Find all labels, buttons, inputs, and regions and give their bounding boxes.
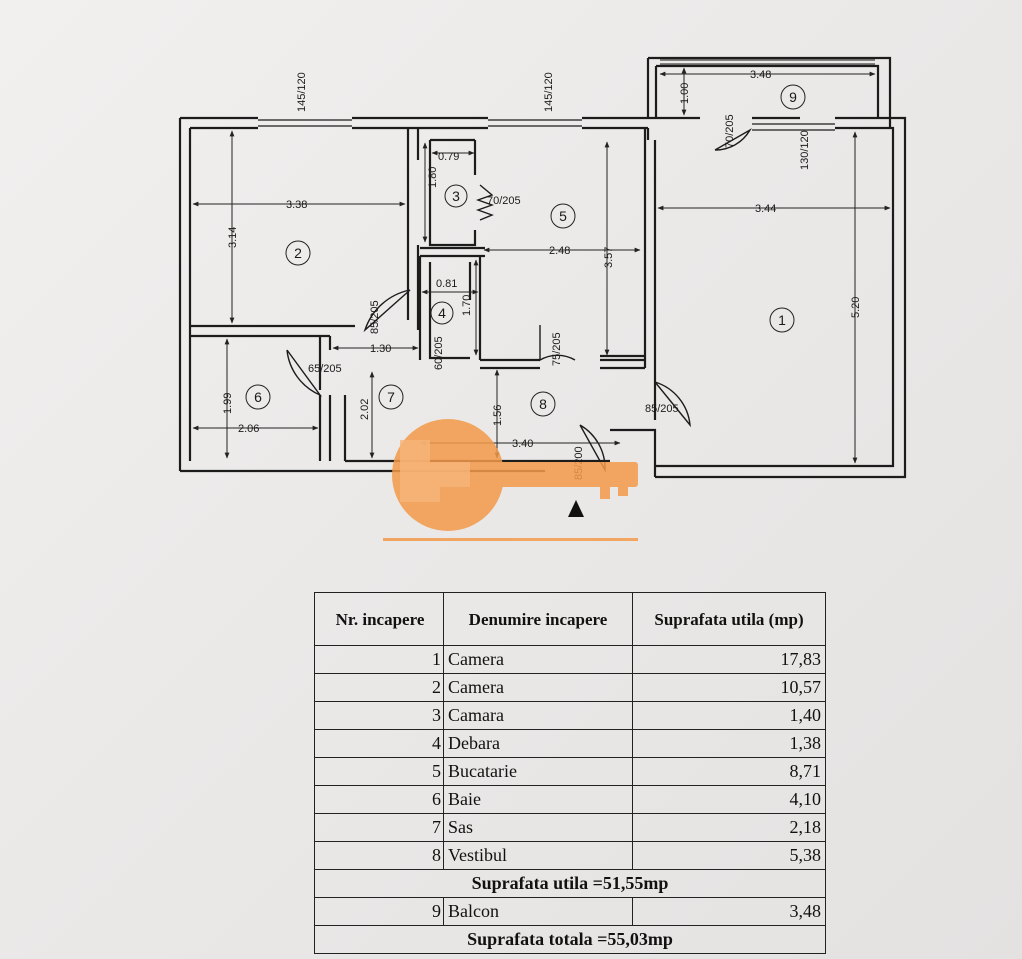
cell-name: Bucatarie bbox=[443, 757, 633, 786]
balcony-row: 9 Balcon 3,48 bbox=[314, 897, 826, 926]
table-row: 4 Debara 1,38 bbox=[314, 729, 826, 758]
dim-room1-width: 3.44 bbox=[755, 203, 776, 215]
dim-room3-width: 0.79 bbox=[438, 151, 459, 163]
room-number-2: 2 bbox=[294, 245, 302, 261]
dim-door4: 60/205 bbox=[433, 336, 445, 370]
table-row: 3 Camara 1,40 bbox=[314, 701, 826, 730]
cell-name: Baie bbox=[443, 785, 633, 814]
cell-nr: 3 bbox=[314, 701, 444, 730]
dim-door6: 65/205 bbox=[308, 363, 342, 375]
col-header-area: Suprafata utila (mp) bbox=[632, 592, 826, 646]
cell-name: Camera bbox=[443, 673, 633, 702]
cell-name: Camara bbox=[443, 701, 633, 730]
dim-room5-height: 3.57 bbox=[603, 247, 615, 268]
room-number-7: 7 bbox=[387, 389, 395, 405]
table-row: 8 Vestibul 5,38 bbox=[314, 841, 826, 870]
dim-balcony-width: 3.48 bbox=[750, 69, 771, 81]
dim-room2-width: 3.38 bbox=[286, 199, 307, 211]
grand-total-cell: Suprafata totala =55,03mp bbox=[314, 925, 826, 954]
grand-total-row: Suprafata totala =55,03mp bbox=[314, 925, 826, 954]
room-number-5: 5 bbox=[559, 208, 567, 224]
cell-nr: 7 bbox=[314, 813, 444, 842]
room-number-3: 3 bbox=[452, 188, 460, 204]
room-number-9: 9 bbox=[789, 89, 797, 105]
dimension-labels: 145/120 145/120 130/120 3.38 3.14 0.79 1… bbox=[222, 69, 862, 480]
cell-name: Camera bbox=[443, 645, 633, 674]
watermark-logo-icon bbox=[383, 419, 638, 541]
cell-name: Vestibul bbox=[443, 841, 633, 870]
cell-nr: 5 bbox=[314, 757, 444, 786]
room-numbers: 1 2 3 4 5 6 7 8 9 bbox=[254, 89, 797, 412]
table-row: 7 Sas 2,18 bbox=[314, 813, 826, 842]
cell-nr: 2 bbox=[314, 673, 444, 702]
dim-win-kitchen: 145/120 bbox=[543, 72, 555, 112]
table-row: 6 Baie 4,10 bbox=[314, 785, 826, 814]
table-row: 5 Bucatarie 8,71 bbox=[314, 757, 826, 786]
cell-area: 4,10 bbox=[632, 785, 826, 814]
cell-nr: 4 bbox=[314, 729, 444, 758]
dim-door5: 75/205 bbox=[551, 332, 563, 366]
rooms-table: Nr. incapere Denumire incapere Suprafata… bbox=[314, 592, 826, 954]
cell-area: 2,18 bbox=[632, 813, 826, 842]
col-header-nr: Nr. incapere bbox=[314, 592, 444, 646]
dim-win-room1: 130/120 bbox=[799, 130, 811, 170]
dim-room8-height: 1.56 bbox=[492, 405, 504, 426]
dim-corridor7-width: 1.30 bbox=[370, 343, 391, 355]
dim-room6-width: 2.06 bbox=[238, 423, 259, 435]
cell-nr: 9 bbox=[314, 897, 444, 926]
col-header-name: Denumire incapere bbox=[443, 592, 633, 646]
useful-total-row: Suprafata utila =51,55mp bbox=[314, 869, 826, 898]
table-row: 2 Camera 10,57 bbox=[314, 673, 826, 702]
dim-balcony-depth: 1.00 bbox=[679, 83, 691, 104]
cell-area: 1,40 bbox=[632, 701, 826, 730]
room-number-8: 8 bbox=[539, 396, 547, 412]
walls bbox=[178, 56, 907, 479]
dim-door3: 70/205 bbox=[487, 195, 521, 207]
table-header-row: Nr. incapere Denumire incapere Suprafata… bbox=[314, 592, 826, 646]
cell-name: Balcon bbox=[443, 897, 633, 926]
dim-room7-height: 2.02 bbox=[359, 399, 371, 420]
dim-room2-height: 3.14 bbox=[227, 227, 239, 248]
dim-win-room2: 145/120 bbox=[296, 72, 308, 112]
dim-room6-height: 1.99 bbox=[222, 393, 234, 414]
entrance-arrow-icon bbox=[568, 500, 584, 517]
dim-door-balcony: 70/205 bbox=[724, 114, 736, 148]
cell-area: 8,71 bbox=[632, 757, 826, 786]
cell-name: Debara bbox=[443, 729, 633, 758]
cell-name: Sas bbox=[443, 813, 633, 842]
room-number-6: 6 bbox=[254, 389, 262, 405]
dim-room4-width: 0.81 bbox=[436, 278, 457, 290]
table-row: 1 Camera 17,83 bbox=[314, 645, 826, 674]
cell-area: 3,48 bbox=[632, 897, 826, 926]
cell-area: 1,38 bbox=[632, 729, 826, 758]
dimension-lines bbox=[192, 67, 891, 464]
dim-room1-height: 5.20 bbox=[850, 297, 862, 318]
dim-door1: 85/205 bbox=[645, 403, 679, 415]
cell-nr: 1 bbox=[314, 645, 444, 674]
floor-plan: 1 2 3 4 5 6 7 8 9 145/120 145/120 130/12… bbox=[178, 56, 907, 517]
dim-room3-height: 1.80 bbox=[427, 167, 439, 188]
room-markers bbox=[245, 84, 806, 417]
room-number-4: 4 bbox=[438, 305, 446, 321]
dim-room8-width: 3.40 bbox=[512, 438, 533, 450]
dim-room4-height: 1.70 bbox=[461, 295, 473, 316]
useful-total-cell: Suprafata utila =51,55mp bbox=[314, 869, 826, 898]
cell-nr: 6 bbox=[314, 785, 444, 814]
dim-door2: 85/205 bbox=[369, 300, 381, 334]
cell-nr: 8 bbox=[314, 841, 444, 870]
cell-area: 5,38 bbox=[632, 841, 826, 870]
cell-area: 17,83 bbox=[632, 645, 826, 674]
dim-room5-width: 2.48 bbox=[549, 245, 570, 257]
cell-area: 10,57 bbox=[632, 673, 826, 702]
room-number-1: 1 bbox=[778, 312, 786, 328]
